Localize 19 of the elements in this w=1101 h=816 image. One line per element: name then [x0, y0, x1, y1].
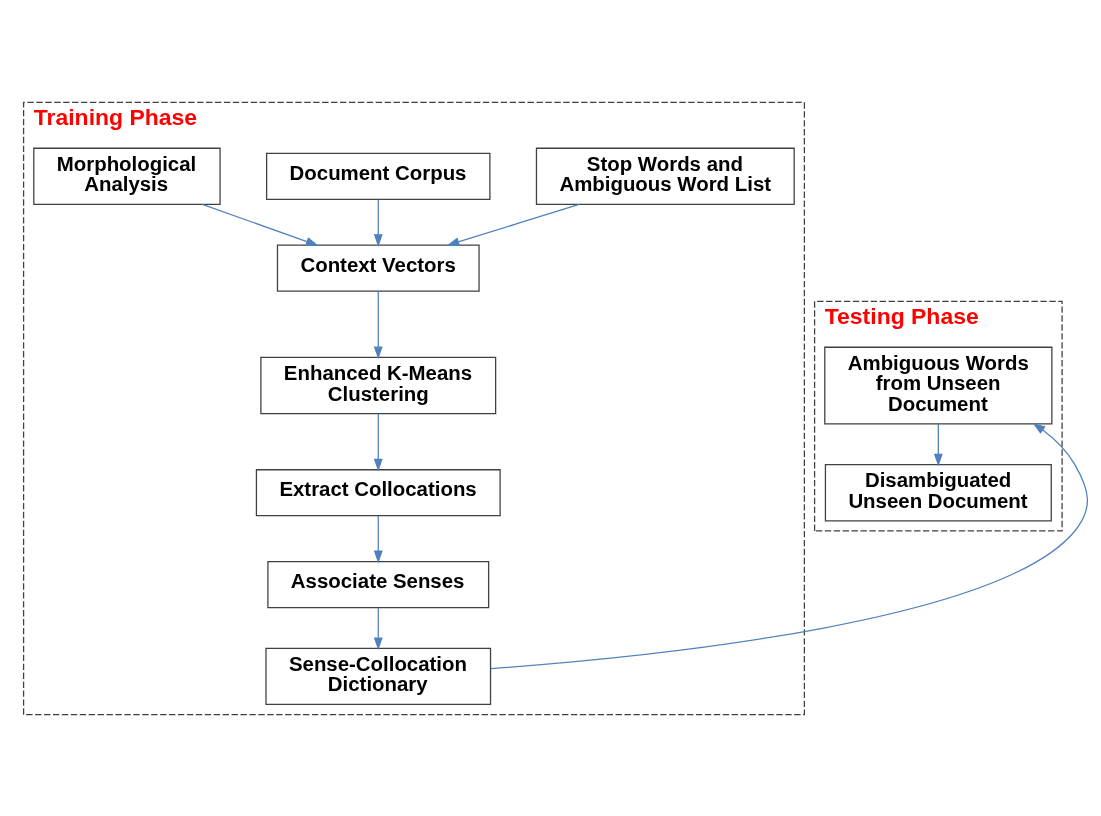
node-box: Enhanced K-Means Clustering: [260, 356, 497, 414]
node-box: Extract Collocations: [255, 468, 501, 516]
node-box: Associate Senses: [267, 560, 490, 608]
node-box: Stop Words and Ambiguous Word List: [535, 147, 795, 205]
node-box: Sense-Collocation Dictionary: [265, 647, 492, 705]
node-box: Context Vectors: [276, 244, 480, 292]
arrow: [490, 422, 1089, 669]
arrow: [201, 203, 319, 246]
arrow: [933, 422, 943, 466]
node-box: Ambiguous Words from Unseen Document: [824, 346, 1053, 424]
arrow: [373, 514, 383, 563]
node-box: Document Corpus: [266, 152, 491, 200]
node-box: Disambiguated Unseen Document: [824, 463, 1052, 521]
arrow: [446, 203, 580, 246]
node-box: Morphological Analysis: [33, 147, 221, 205]
arrow: [373, 606, 383, 650]
arrow: [373, 198, 383, 247]
arrow: [373, 412, 383, 471]
arrow: [373, 290, 383, 359]
